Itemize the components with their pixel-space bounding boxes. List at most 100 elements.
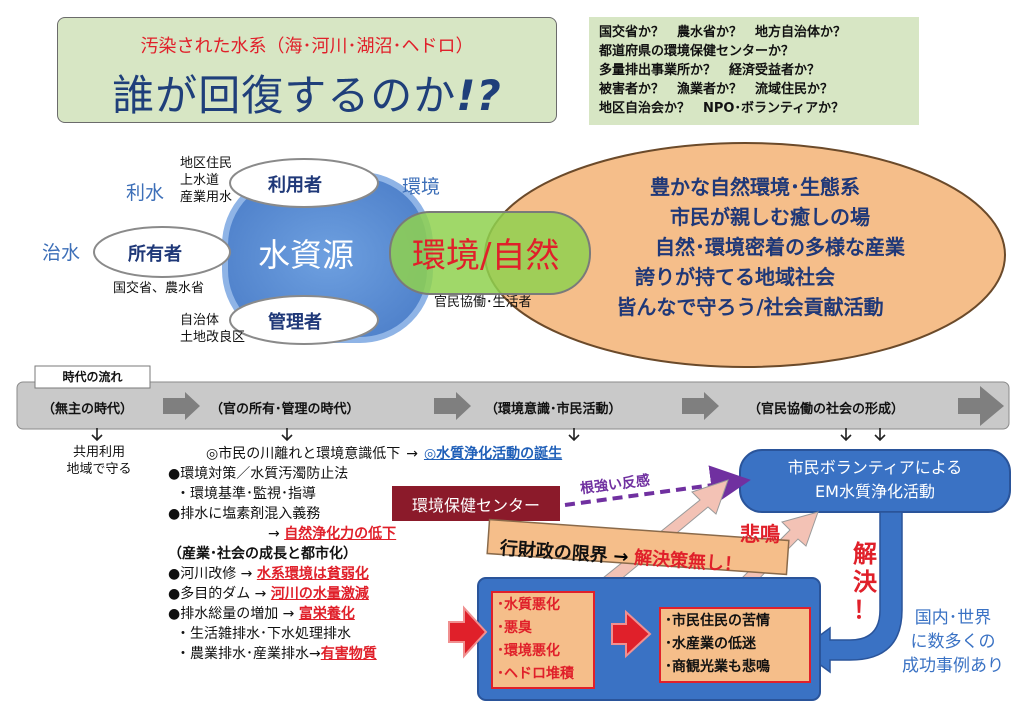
timeline-arrow [958,386,1004,426]
arrow-glyph: → [254,586,267,602]
success-text: 国内･世界 に数多くの 成功事例あり [898,606,1008,678]
middle-line-4: ●排水に塩素剤混入義務 [168,506,321,522]
impact-item: ･水産業の低迷 [665,636,756,652]
solution-char: ！ [853,596,877,624]
question-line: 多量排出事業所か？ 経済受益者か？ [599,63,821,78]
middle-line-8-red: 河川の水量激減 [270,586,369,602]
middle-line-8-text: ●多目的ダム [168,586,251,602]
question-line: 都道府県の環境保健センターか？ [599,44,795,59]
volunteer-text: 市民ボランティアによる EM水質浄化活動 [740,456,1010,504]
era-label: （環境意識･市民活動） [485,402,622,417]
arrow-glyph: → [309,646,321,662]
nature-item: 自然･環境密着の多様な産業 [655,235,905,259]
title-main-suffix: !? [456,71,502,120]
timeline-label-box [34,365,151,389]
owner-sub-label: 国交省、農水省 [113,281,205,296]
health-center-label: 環境保健センター [411,496,540,515]
middle-line-7-text: ●河川改修 [168,566,237,582]
user-labels: 地区住民 上水道 産業用水 [180,155,232,206]
impact-item: ･商観光業も悲鳴 [665,659,770,675]
middle-line-8: ●多目的ダム → 河川の水量激減 [168,584,562,604]
owner-label: 所有者 [128,244,182,265]
middle-line-9: ●排水総量の増加 → 富栄養化 [168,604,562,624]
left-note: 共用利用 地域で守る [58,444,140,478]
solution-char: 決 [853,568,877,596]
user-label-line: 産業用水 [180,190,233,205]
middle-line-11: ・農業排水･産業排水→有害物質 [168,644,562,664]
middle-line-2: ●環境対策／水質汚濁防止法 [168,466,349,482]
nature-green-shape [389,211,591,295]
pollution-item: ･ヘドロ堆積 [497,666,574,682]
solution-char: 解 [853,540,877,568]
left-note-line: 共用利用 [72,445,125,460]
label-rikisui: 利水 [126,182,165,204]
manager-ellipse [229,295,379,345]
resistance-arrow [564,465,751,507]
question-line: 被害者か？ 漁業者か？ 流域住民か？ [599,82,834,97]
user-label: 利用者 [268,175,322,196]
era-label: （無主の時代） [42,402,134,417]
success-line: 成功事例あり [902,656,1004,676]
middle-line-5: → 自然浄化力の低下 [168,524,562,544]
question-line: 地区自治会か？ NPO･ボランティアか？ [599,101,845,116]
impact-list: ･市民住民の苦情 ･水産業の低迷 ･商観光業も悲鳴 [665,610,770,679]
success-curve-arrow [798,511,903,674]
pollution-item: ･水質悪化 [497,597,560,613]
middle-line-7-red: 水系環境は貧弱化 [256,566,369,582]
title-box: 汚染された水系（海･河川･湖沼･ヘドロ） 誰が回復するのか!? [57,17,557,123]
middle-line-1-text: ◎市民の川離れと環境意識低下 [206,446,401,462]
pollution-item: ･悪臭 [497,620,532,636]
timeline-arrow [163,392,200,420]
middle-line-3: ・環境基準･監視･指導 [176,486,316,502]
title-main-text: 誰が回復するのか [112,71,457,120]
red-arrow-mid [611,609,652,659]
volunteer-line: EM水質浄化活動 [815,482,935,501]
left-note-line: 地域で守る [66,462,132,477]
arrow-glyph: → [268,526,280,542]
question-line: 国交省か？ 農水省か？ 地方自治体か？ [599,25,847,40]
title-main: 誰が回復するのか!? [58,62,556,123]
manager-label: 管理者 [268,312,322,333]
timeline-arrow [682,392,719,420]
timeline-band [16,381,1010,430]
pollution-list: ･水質悪化 ･悪臭 ･環境悪化 ･ヘドロ堆積 [497,594,574,686]
middle-line-1: ◎市民の川離れと環境意識低下 → ◎水質浄化活動の誕生 [168,444,562,464]
middle-line-11-red: 有害物質 [320,646,377,662]
volunteer-line: 市民ボランティアによる [787,458,963,477]
solution-label: 解 決 ！ [850,540,880,624]
title-subtitle: 汚染された水系（海･河川･湖沼･ヘドロ） [140,36,474,57]
nature-item: 豊かな自然環境･生態系 [650,175,860,199]
owner-ellipse [93,226,231,278]
sorrow-label: 悲鳴 [740,522,780,546]
label-kankyo: 環境 [402,176,441,198]
timeline-arrow [434,392,471,420]
arrow-glyph: → [240,566,253,582]
arrow-glyph: → [406,446,418,462]
nature-item: 皆んなで守ろう/社会貢献活動 [616,295,884,319]
down-arrows [91,428,886,442]
middle-line-6: （産業･社会の成長と都市化） [168,546,357,562]
manager-label-line: 自治体 [180,313,220,328]
nature-item: 誇りが持てる地域社会 [635,265,835,289]
impact-box [659,607,811,683]
middle-line-11-text: ・農業排水･産業排水 [176,646,309,662]
nature-item: 市民が親しむ癒しの場 [670,205,870,229]
middle-line-10: ・生活雑排水･下水処理排水 [176,626,351,642]
middle-line-9-text: ●排水総量の増加 [168,606,279,622]
health-center-box [392,486,560,521]
timeline-label: 時代の流れ [62,370,123,384]
user-label-line: 地区住民 [180,156,233,171]
manager-label-line: 土地改良区 [180,330,246,345]
pollution-box [491,591,595,689]
manager-labels: 自治体 土地改良区 [180,312,245,346]
birth-label: ◎水質浄化活動の誕生 [423,446,563,462]
arrow-glyph: → [612,545,630,568]
impact-item: ･市民住民の苦情 [665,613,770,629]
arrow-glyph: → [282,606,295,622]
questions-box: 国交省か？ 農水省か？ 地方自治体か？ 都道府県の環境保健センターか？ 多量排出… [589,17,919,125]
label-chisui: 治水 [42,242,81,264]
nature-label: 環境/自然 [412,236,560,276]
user-ellipse [229,158,379,208]
era-label: （官民協働の社会の形成） [748,402,905,417]
